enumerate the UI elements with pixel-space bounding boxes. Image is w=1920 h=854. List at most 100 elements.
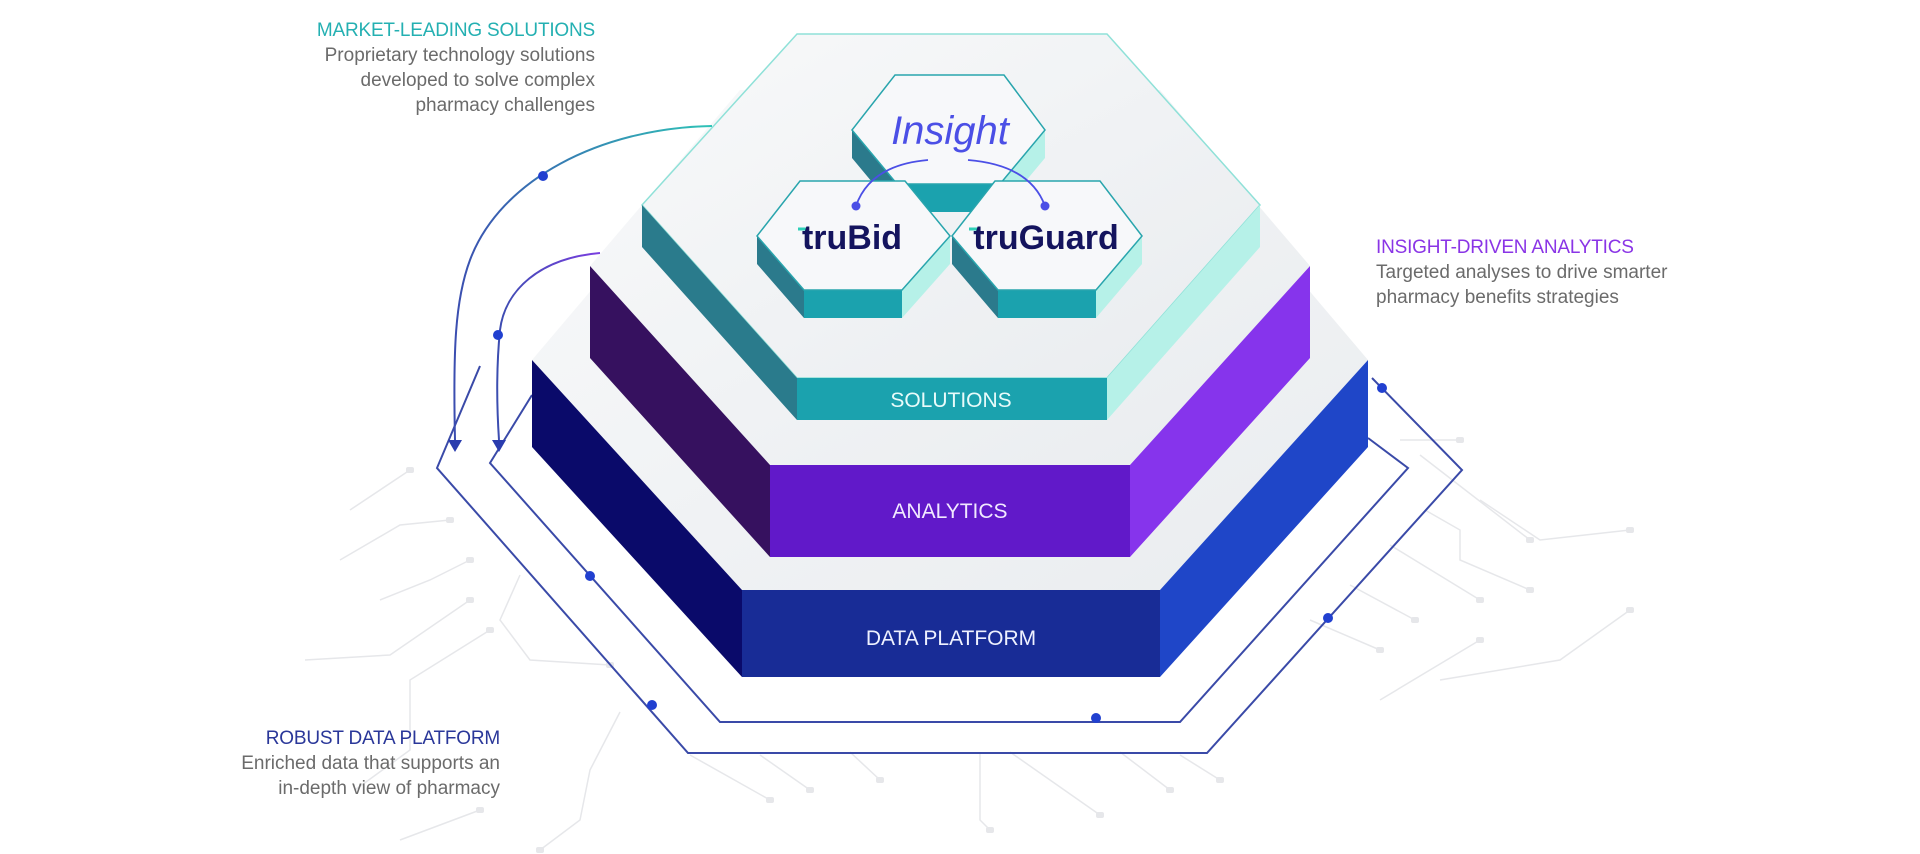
callout-analytics: INSIGHT-DRIVEN ANALYTICS Targeted analys… <box>1376 235 1667 310</box>
callout-solutions: MARKET-LEADING SOLUTIONS Proprietary tec… <box>317 18 595 118</box>
callout-solutions-line: pharmacy challenges <box>415 95 595 116</box>
circuit-trace <box>759 754 811 791</box>
circuit-node <box>1216 777 1224 783</box>
circuit-node <box>1411 617 1419 623</box>
layer-analytics-label: ANALYTICS <box>892 500 1007 523</box>
callout-data-line: in-depth view of pharmacy <box>278 778 500 799</box>
circuit-node <box>446 517 454 523</box>
layer-solutions-right-face <box>1107 205 1260 420</box>
tile-truguard-top <box>951 180 1143 291</box>
frame-dot <box>1377 383 1387 393</box>
layer-data-platform-left-face <box>532 360 742 677</box>
circuit-trace <box>689 754 771 801</box>
circuit-trace <box>399 809 481 841</box>
circuit-trace <box>1009 751 1101 816</box>
circuit-node <box>876 777 884 783</box>
circuit-node <box>766 797 774 803</box>
outer-frame-group <box>435 365 1464 754</box>
frame-dot <box>1323 613 1333 623</box>
callout-arrows <box>448 125 713 452</box>
circuit-trace <box>339 519 451 561</box>
tile-trubid[interactable]: truBid <box>756 180 951 318</box>
tile-trubid-left-face <box>757 236 804 318</box>
callout-data-title: ROBUST DATA PLATFORM <box>265 728 500 749</box>
tile-trubid-right-face <box>902 236 950 318</box>
circuit-trace <box>849 751 881 781</box>
product-insight-logo: Insight <box>891 109 1011 153</box>
layer-solutions-label: SOLUTIONS <box>890 389 1011 412</box>
tile-trubid-top <box>756 180 951 291</box>
circuit-node <box>406 467 414 473</box>
circuit-trace <box>1439 609 1631 681</box>
solutions-arrow-dot <box>538 171 548 181</box>
circuit-node <box>1626 527 1634 533</box>
circuit-node <box>1476 597 1484 603</box>
circuit-node <box>1526 537 1534 543</box>
callout-analytics-line: pharmacy benefits strategies <box>1376 287 1619 308</box>
circuit-trace <box>1479 499 1631 541</box>
circuit-node <box>486 627 494 633</box>
circuit-node <box>1376 647 1384 653</box>
circuit-trace <box>379 559 471 601</box>
frame-dots <box>585 383 1387 723</box>
tile-truguard[interactable]: truGuard <box>951 180 1143 318</box>
callout-data-platform: ROBUST DATA PLATFORM Enriched data that … <box>241 726 500 801</box>
circuit-trace <box>1419 454 1531 541</box>
layer-solutions-front-face <box>797 378 1107 420</box>
circuit-trace <box>349 469 411 511</box>
circuit-trace <box>354 629 491 791</box>
callout-solutions-line: developed to solve complex <box>360 70 595 91</box>
solutions-arrow <box>453 125 713 441</box>
truguard-connector-dot <box>1040 201 1050 211</box>
callout-analytics-title: INSIGHT-DRIVEN ANALYTICS <box>1376 237 1634 258</box>
trubid-connector-dot <box>851 201 861 211</box>
callout-analytics-line: Targeted analyses to drive smarter <box>1376 262 1668 283</box>
circuit-background <box>304 437 1634 853</box>
circuit-node <box>1526 587 1534 593</box>
analytics-arrow-dot <box>493 330 503 340</box>
circuit-trace <box>979 752 991 831</box>
circuit-trace <box>1179 754 1221 781</box>
outer-frame-inner <box>488 394 1410 723</box>
layer-analytics-left-face <box>590 266 770 557</box>
circuit-node <box>536 847 544 853</box>
layer-analytics-right-face <box>1130 266 1310 557</box>
circuit-node <box>1476 637 1484 643</box>
circuit-trace <box>1119 751 1171 791</box>
circuit-trace <box>1309 619 1381 651</box>
product-trubid-logo: truBid <box>802 219 902 257</box>
outer-frame-outer <box>435 365 1464 754</box>
tile-truguard-front-face <box>998 290 1096 318</box>
solutions-arrow-head <box>448 440 462 452</box>
circuit-node <box>806 787 814 793</box>
circuit-trace <box>304 599 471 661</box>
layer-data-platform-label: DATA PLATFORM <box>866 627 1036 650</box>
circuit-node <box>986 827 994 833</box>
analytics-arrow <box>496 252 601 441</box>
callout-solutions-title: MARKET-LEADING SOLUTIONS <box>316 20 595 41</box>
insight-to-trubid-connector <box>855 159 929 207</box>
circuit-trace <box>1379 639 1481 701</box>
tile-trubid-front-face <box>804 290 902 318</box>
product-truguard-logo: truGuard <box>973 219 1118 257</box>
insight-to-truguard-connector <box>967 159 1046 207</box>
circuit-node <box>466 557 474 563</box>
layer-solutions-left-face <box>642 205 797 420</box>
frame-dot <box>585 571 595 581</box>
frame-dot <box>647 700 657 710</box>
circuit-trace <box>1389 544 1481 601</box>
circuit-node <box>476 807 484 813</box>
callout-data-line: Enriched data that supports an <box>241 753 500 774</box>
layer-data-platform-front-face <box>742 590 1160 677</box>
circuit-node <box>1096 812 1104 818</box>
circuit-trace <box>1349 584 1416 621</box>
tile-truguard-right-face <box>1096 236 1142 318</box>
product-tiles: Insight truBid truGuard <box>756 74 1143 318</box>
circuit-trace <box>539 711 621 851</box>
layer-analytics-front-face <box>770 465 1130 557</box>
tile-truguard-left-face <box>952 236 998 318</box>
callout-solutions-line: Proprietary technology solutions <box>324 45 595 66</box>
circuit-trace <box>499 574 611 666</box>
circuit-node <box>1626 607 1634 613</box>
frame-dot <box>1091 713 1101 723</box>
